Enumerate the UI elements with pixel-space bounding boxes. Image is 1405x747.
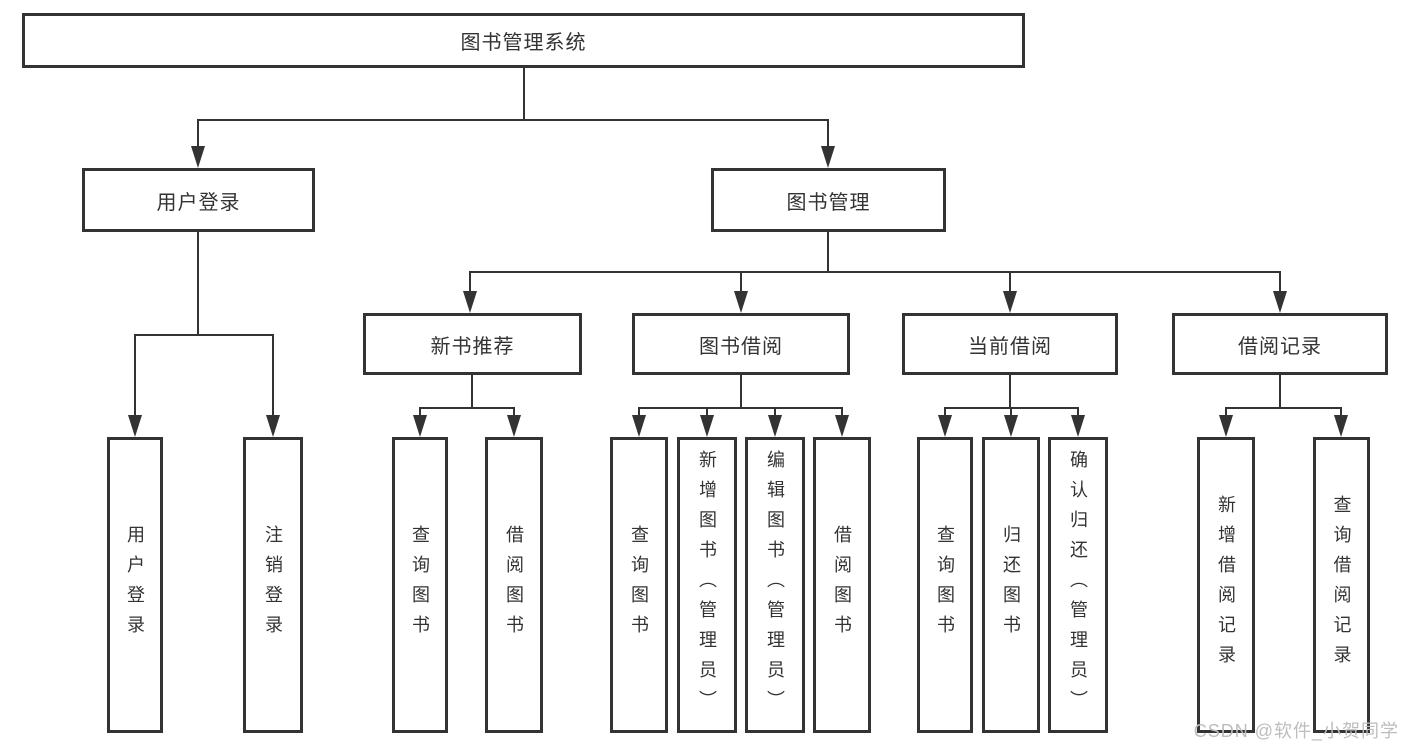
leaf-label: 编辑图书（管理员） <box>765 450 785 720</box>
leaf-user-login: 用户登录 <box>107 437 163 733</box>
connector-book-mgmt-branch <box>469 271 1281 273</box>
leaf-label: 借阅图书 <box>832 525 852 645</box>
leaf-label: 新增图书（管理员） <box>697 450 717 720</box>
arrow-down-icon <box>1334 415 1348 437</box>
leaf-label: 确认归还（管理员） <box>1068 450 1088 720</box>
arrow-down-icon <box>413 415 427 437</box>
leaf-query-book-3: 查询图书 <box>917 437 973 733</box>
connector-leaf <box>134 335 136 415</box>
csdn-watermark: CSDN @软件_小贺同学 <box>1193 721 1399 741</box>
node-root-label: 图书管理系统 <box>460 32 587 54</box>
arrow-down-icon <box>632 415 646 437</box>
connector-to-new-book <box>469 272 471 291</box>
connector-leaf <box>1225 408 1227 415</box>
node-book-borrow: 图书借阅 <box>632 313 850 375</box>
connector-leaf <box>419 408 421 415</box>
arrow-down-icon <box>507 415 521 437</box>
arrow-down-icon <box>734 291 748 313</box>
connector-leaf <box>638 408 640 415</box>
connector-borrow-record-branch <box>1225 407 1342 409</box>
leaf-label: 查询图书 <box>629 525 649 645</box>
node-current-borrow-label: 当前借阅 <box>968 335 1052 358</box>
leaf-label: 注销登录 <box>263 525 283 645</box>
arrow-down-icon <box>1219 415 1233 437</box>
node-root: 图书管理系统 <box>22 13 1025 68</box>
connector-to-borrow-record <box>1279 272 1281 291</box>
node-current-borrow: 当前借阅 <box>902 313 1118 375</box>
connector-leaf <box>841 408 843 415</box>
leaf-query-borrow-record: 查询借阅记录 <box>1313 437 1370 733</box>
node-borrow-record-label: 借阅记录 <box>1238 335 1322 358</box>
connector-leaf <box>513 408 515 415</box>
leaf-label: 归还图书 <box>1001 525 1021 645</box>
connector-new-book-stem <box>471 375 473 408</box>
connector-book-mgmt-stem <box>827 232 829 272</box>
leaf-return-book: 归还图书 <box>982 437 1040 733</box>
arrow-down-icon <box>1004 415 1018 437</box>
arrow-down-icon <box>821 146 835 168</box>
arrow-down-icon <box>835 415 849 437</box>
leaf-label: 查询图书 <box>410 525 430 645</box>
node-book-mgmt: 图书管理 <box>711 168 946 232</box>
leaf-borrow-book-2: 借阅图书 <box>813 437 871 733</box>
connector-user-login-branch <box>134 334 274 336</box>
arrow-down-icon <box>1071 415 1085 437</box>
connector-root-stem <box>523 68 525 120</box>
connector-current-borrow-stem <box>1009 375 1011 408</box>
connector-book-borrow-branch <box>638 407 843 409</box>
leaf-label: 用户登录 <box>125 525 145 645</box>
connector-leaf <box>774 408 776 415</box>
node-book-mgmt-label: 图书管理 <box>786 191 871 214</box>
leaf-label: 查询图书 <box>935 525 955 645</box>
connector-to-book-borrow <box>740 272 742 291</box>
node-borrow-record: 借阅记录 <box>1172 313 1388 375</box>
leaf-confirm-return-admin: 确认归还（管理员） <box>1048 437 1108 733</box>
node-new-book-rec: 新书推荐 <box>363 313 582 375</box>
leaf-add-book-admin: 新增图书（管理员） <box>677 437 737 733</box>
arrow-down-icon <box>938 415 952 437</box>
leaf-add-borrow-record: 新增借阅记录 <box>1197 437 1255 733</box>
leaf-logout: 注销登录 <box>243 437 303 733</box>
leaf-label: 查询借阅记录 <box>1331 495 1352 675</box>
node-user-login-label: 用户登录 <box>156 191 241 214</box>
leaf-query-book-2: 查询图书 <box>610 437 668 733</box>
connector-leaf <box>944 408 946 415</box>
arrow-down-icon <box>700 415 714 437</box>
connector-to-book-mgmt <box>827 120 829 146</box>
connector-borrow-record-stem <box>1279 375 1281 408</box>
arrow-down-icon <box>266 415 280 437</box>
arrow-down-icon <box>191 146 205 168</box>
arrow-down-icon <box>1273 291 1287 313</box>
connector-leaf <box>1077 408 1079 415</box>
connector-to-current-borrow <box>1009 272 1011 291</box>
arrow-down-icon <box>128 415 142 437</box>
connector-new-book-branch <box>419 407 515 409</box>
connector-leaf <box>706 408 708 415</box>
leaf-borrow-book-1: 借阅图书 <box>485 437 543 733</box>
connector-leaf <box>1340 408 1342 415</box>
node-new-book-rec-label: 新书推荐 <box>430 335 515 358</box>
node-book-borrow-label: 图书借阅 <box>699 335 783 358</box>
leaf-edit-book-admin: 编辑图书（管理员） <box>745 437 805 733</box>
connector-root-branch <box>197 119 829 121</box>
node-user-login: 用户登录 <box>82 168 315 232</box>
leaf-label: 借阅图书 <box>504 525 524 645</box>
arrow-down-icon <box>768 415 782 437</box>
arrow-down-icon <box>1003 291 1017 313</box>
connector-to-user-login <box>197 120 199 146</box>
leaf-label: 新增借阅记录 <box>1216 495 1236 675</box>
connector-leaf <box>272 335 274 415</box>
connector-leaf <box>1010 408 1012 415</box>
connector-user-login-stem <box>197 232 199 335</box>
leaf-query-book-1: 查询图书 <box>392 437 448 733</box>
connector-book-borrow-stem <box>740 375 742 408</box>
arrow-down-icon <box>463 291 477 313</box>
